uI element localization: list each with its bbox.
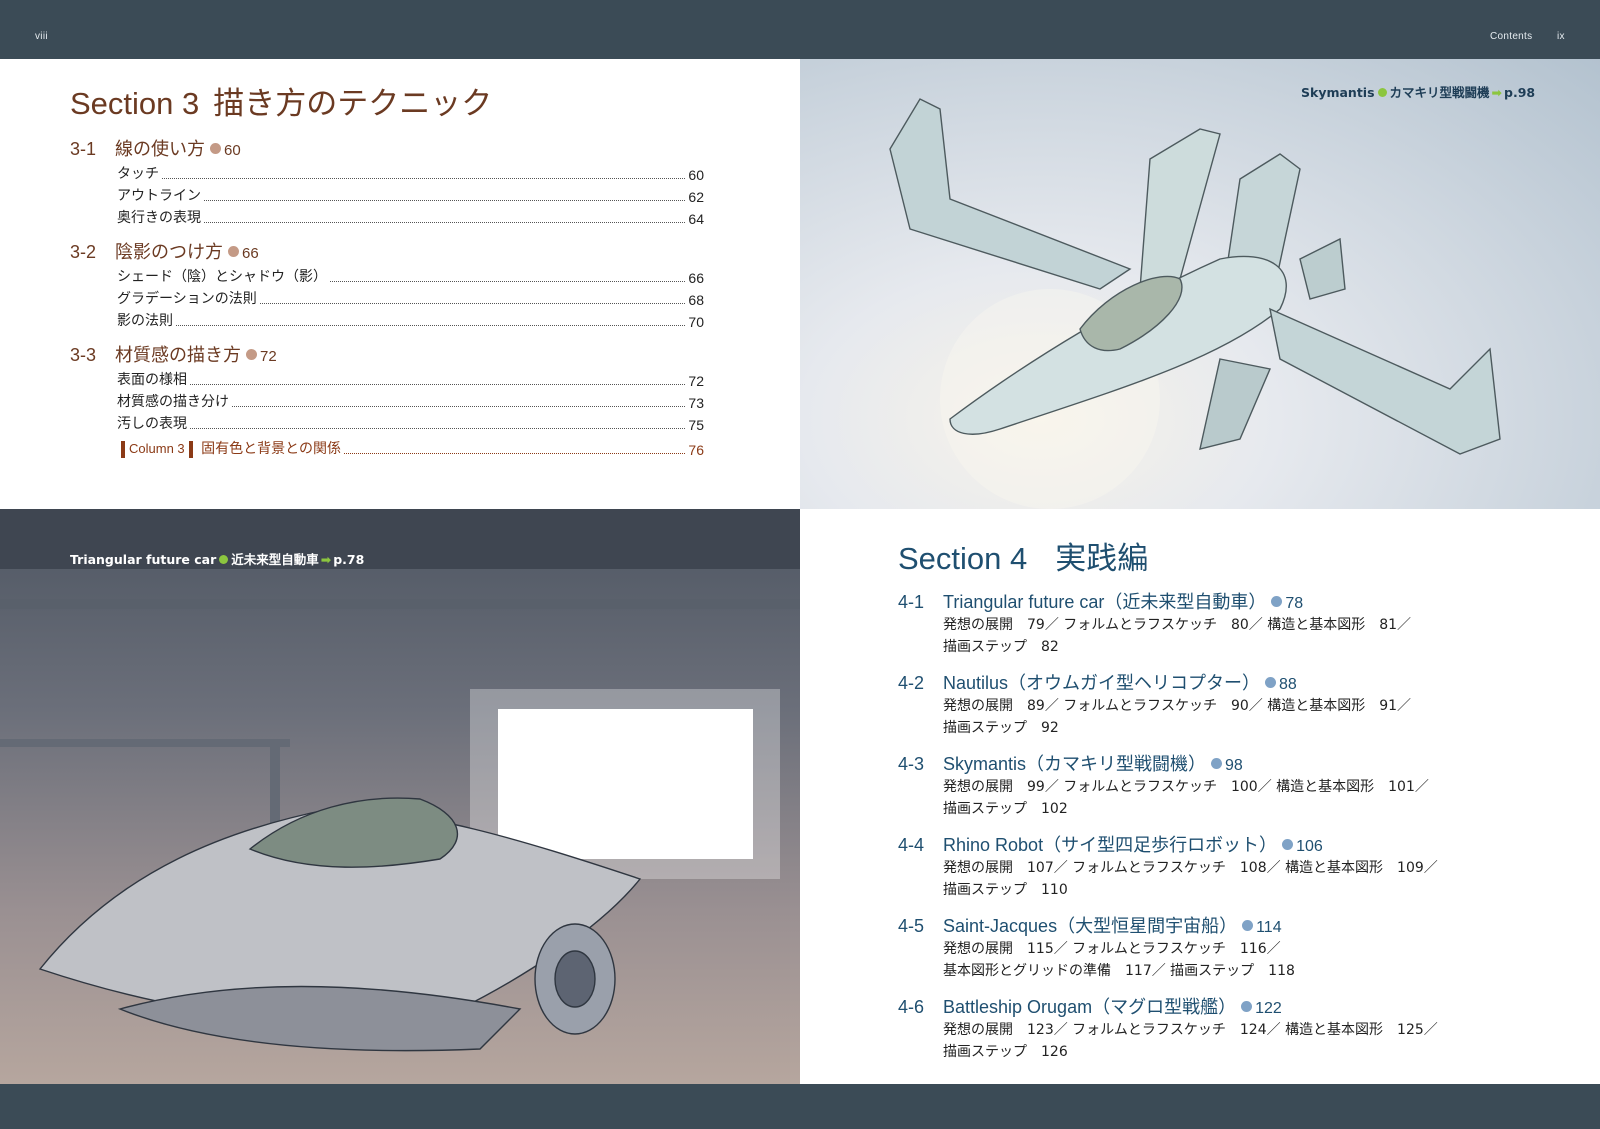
chapter-4-4-subitems: 発想の展開 107／ フォルムとラフスケッチ 108／ 構造と基本図形 109／… [943, 860, 1438, 898]
dot-leader [259, 303, 686, 304]
caption-dot-icon [219, 555, 229, 564]
section3-title: 描き方のテクニック [213, 86, 493, 121]
arrow-right-icon: ➡ [1491, 85, 1503, 100]
chapter-4-2-subitems: 発想の展開 89／ フォルムとラフスケッチ 90／ 構造と基本図形 91／描画ス… [943, 698, 1412, 736]
dot-leader [330, 281, 686, 282]
wall-pipe [270, 739, 280, 839]
section3-label: Section 3 [70, 86, 200, 121]
bullet-dot-icon [228, 245, 239, 257]
section4-heading: Section 4 実践編 [898, 533, 1148, 578]
bottom-bar [0, 1084, 1600, 1129]
right-folio: ix [1557, 31, 1565, 42]
wall-pipe [0, 739, 290, 747]
dot-leader [162, 178, 686, 179]
arrow-right-icon: ➡ [320, 552, 332, 567]
jet-drawing [889, 98, 1501, 509]
toc-entry[interactable]: シェード（陰）とシャドウ（影）66 [117, 269, 704, 286]
top-bar [0, 0, 1600, 59]
dot-leader [204, 200, 686, 201]
bullet-dot-icon [210, 142, 221, 154]
ceiling-band [0, 509, 800, 569]
chapter-4-1-subitems: 発想の展開 79／ フォルムとラフスケッチ 80／ 構造と基本図形 81／描画ス… [943, 617, 1412, 655]
jet-body [889, 98, 1501, 455]
caption-dot-icon [1377, 88, 1387, 97]
bullet-dot-icon [1265, 676, 1277, 688]
left-folio: viii [35, 31, 48, 42]
bullet-dot-icon [1271, 595, 1283, 607]
dot-leader [343, 453, 686, 454]
bullet-dot-icon [1241, 1000, 1253, 1012]
section4-label: Section 4 [898, 541, 1028, 576]
chapter-4-5-subitems: 発想の展開 115／ フォルムとラフスケッチ 116／基本図形とグリッドの準備 … [943, 941, 1295, 979]
dot-leader [190, 384, 686, 385]
ceiling-beam [0, 599, 800, 609]
running-header-contents: Contents [1490, 31, 1533, 42]
dot-leader [232, 406, 686, 407]
car-drawing [0, 509, 800, 1052]
dot-leader [176, 325, 686, 326]
bullet-dot-icon [1211, 757, 1223, 769]
bright-window [498, 709, 753, 859]
bullet-dot-icon [246, 348, 257, 360]
bullet-dot-icon [1242, 919, 1254, 931]
column-bar-icon [188, 440, 193, 458]
skymantis-illustration [800, 59, 1600, 509]
column-bar-icon [121, 440, 125, 458]
dot-leader [204, 222, 686, 223]
chapter-4-6-subitems: 発想の展開 123／ フォルムとラフスケッチ 124／ 構造と基本図形 125／… [943, 1022, 1438, 1060]
bullet-dot-icon [1282, 838, 1294, 850]
future-car-illustration [0, 509, 800, 1084]
dot-leader [190, 428, 686, 429]
chapter-4-3-subitems: 発想の展開 99／ フォルムとラフスケッチ 100／ 構造と基本図形 101／描… [943, 779, 1429, 817]
section3-heading: Section 3 描き方のテクニック [70, 78, 492, 123]
section4-title: 実践編 [1055, 541, 1149, 576]
car-body [38, 797, 642, 1052]
